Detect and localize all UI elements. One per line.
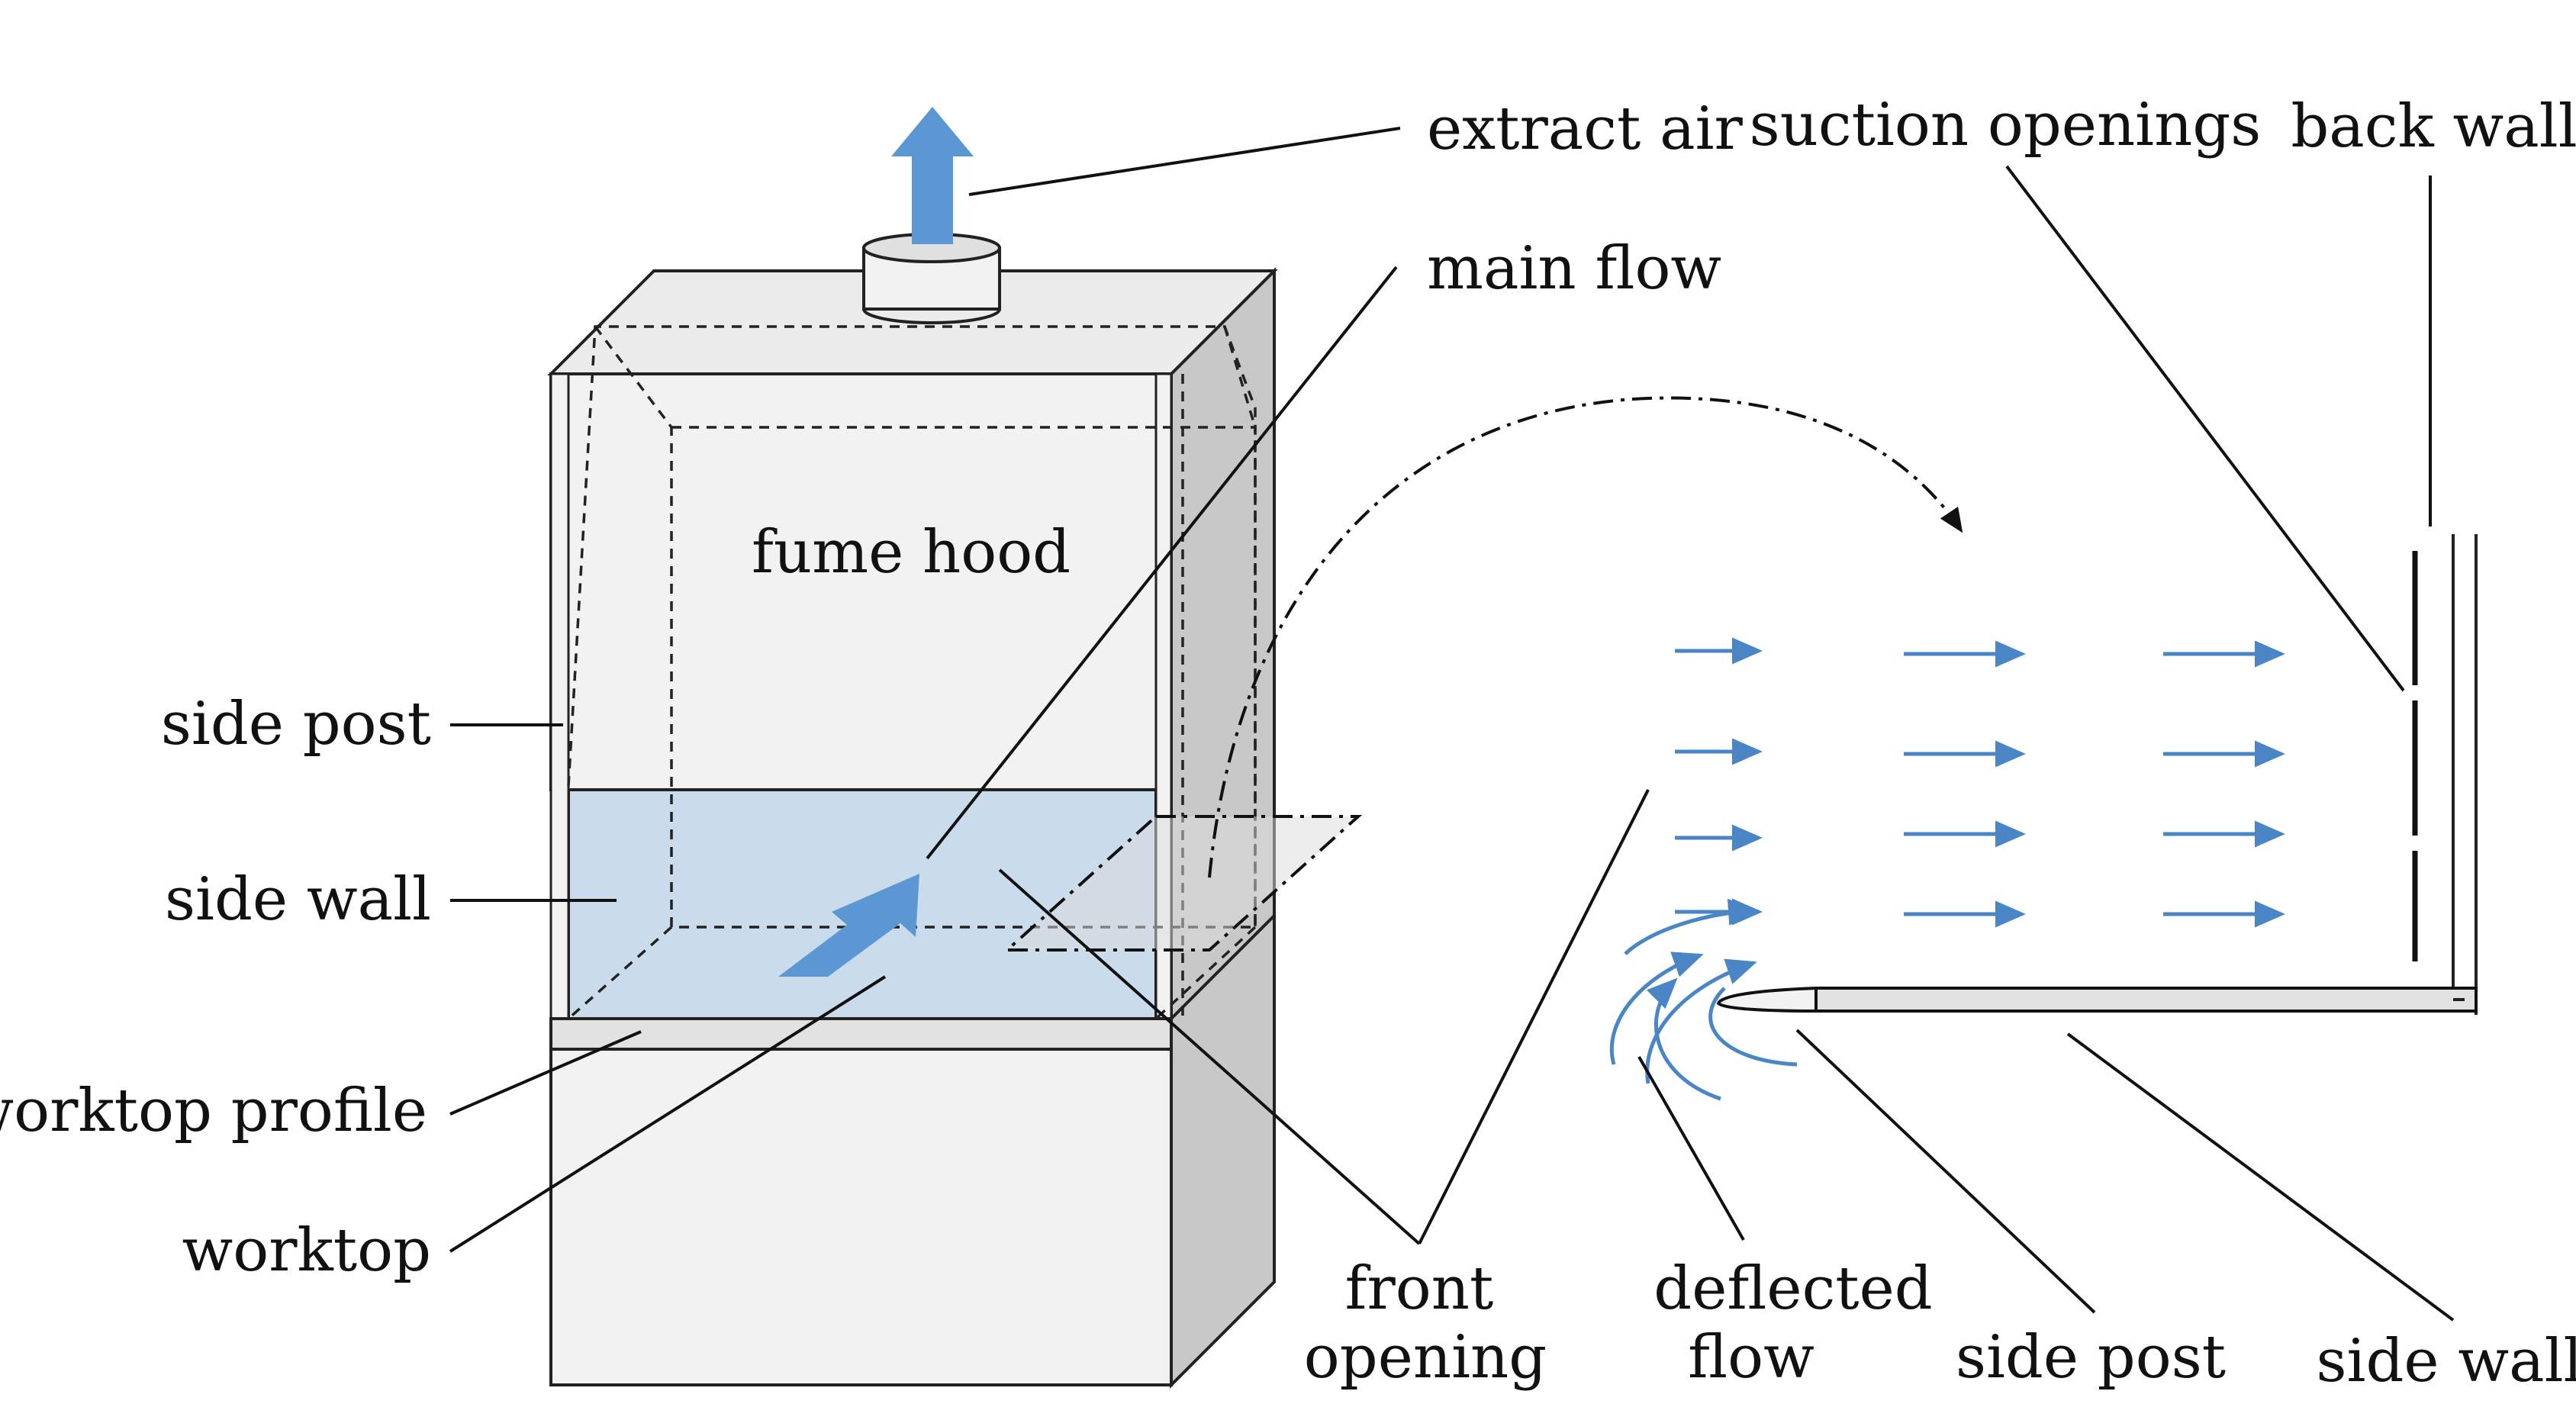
label-suction-openings: suction openings: [1750, 91, 2262, 159]
label-back-wall: back wall: [2291, 92, 2576, 161]
extract-air-arrow: [891, 107, 974, 244]
cabinet-upper-panel: [549, 372, 1173, 791]
label-front-opening-2: opening: [1304, 1323, 1547, 1392]
label-front-opening-1: front: [1345, 1254, 1494, 1323]
label-worktop: worktop: [182, 1216, 431, 1285]
deflected-flow-arrows: [1609, 898, 1798, 1101]
label-fume-hood: fume hood: [752, 518, 1071, 587]
hidden-edges: [567, 325, 1257, 1020]
detail-view: [1609, 534, 2478, 1101]
side-post-nose: [1716, 986, 1818, 1013]
label-deflected-flow-1: deflected: [1653, 1254, 1932, 1323]
label-worktop-profile: worktop profile: [0, 1077, 427, 1145]
main-flow-arrows: [1675, 637, 2285, 928]
worktop-profile-strip: [549, 1017, 1173, 1051]
label-deflected-flow-2: flow: [1688, 1323, 1814, 1392]
front-side-post-left: [549, 372, 570, 1020]
label-side-wall-left: side wall: [165, 865, 431, 934]
lower-cabinet: [549, 1048, 1173, 1386]
detail-arrow: [1208, 396, 1963, 878]
label-side-post-left: side post: [161, 690, 431, 758]
main-flow-arrow: [778, 874, 919, 977]
label-side-wall-right: side wall: [2316, 1327, 2576, 1396]
exhaust-duct: [862, 233, 1001, 324]
fume-hood-cabinet: [547, 107, 1278, 1389]
leader-lines: [449, 127, 2455, 1322]
side-wall-profile: [1814, 987, 2478, 1013]
label-main-flow: main flow: [1427, 234, 1721, 303]
label-extract-air: extract air: [1427, 95, 1744, 163]
label-side-post-right: side post: [1956, 1323, 2226, 1392]
section-plane: [1003, 815, 1363, 952]
